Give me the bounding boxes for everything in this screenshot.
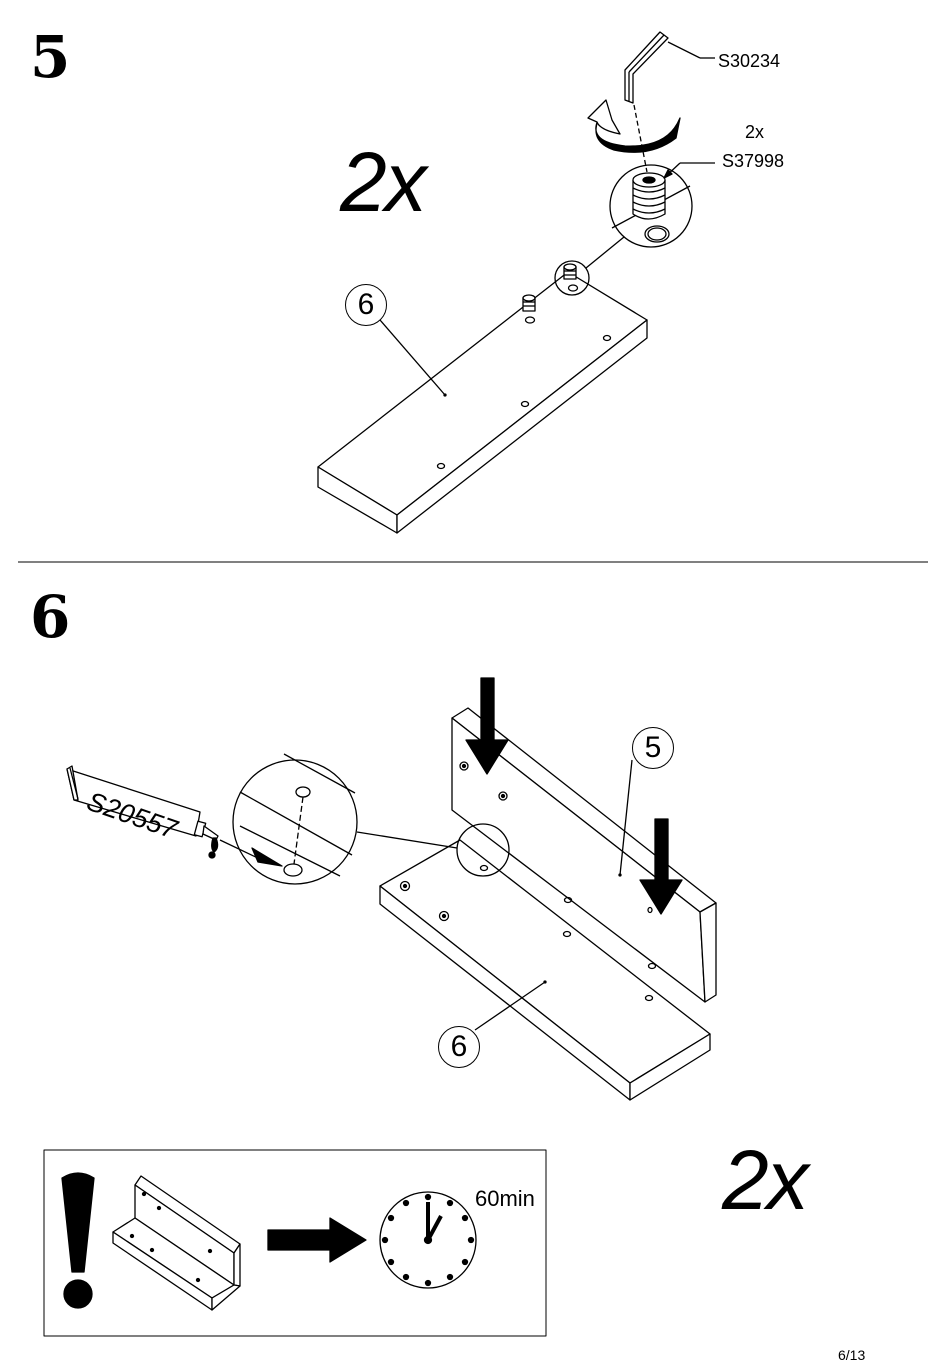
right-arrow-icon <box>268 1218 366 1262</box>
page-number: 6/13 <box>838 1347 865 1363</box>
caution-exclamation-icon <box>62 1173 94 1308</box>
assembled-panels-icon <box>113 1176 240 1310</box>
clock-icon <box>380 1192 476 1288</box>
panel-label: 5 <box>632 727 674 769</box>
panel-label: 6 <box>438 1026 480 1068</box>
panel-board-step5 <box>318 272 647 533</box>
dowel-detail-magnifier <box>610 163 715 247</box>
glue-detail-magnifier <box>220 754 357 884</box>
step-number: 6 <box>30 588 70 646</box>
drying-time-label: 60min <box>475 1186 535 1212</box>
quantity-multiplier: 2x <box>722 1138 807 1222</box>
